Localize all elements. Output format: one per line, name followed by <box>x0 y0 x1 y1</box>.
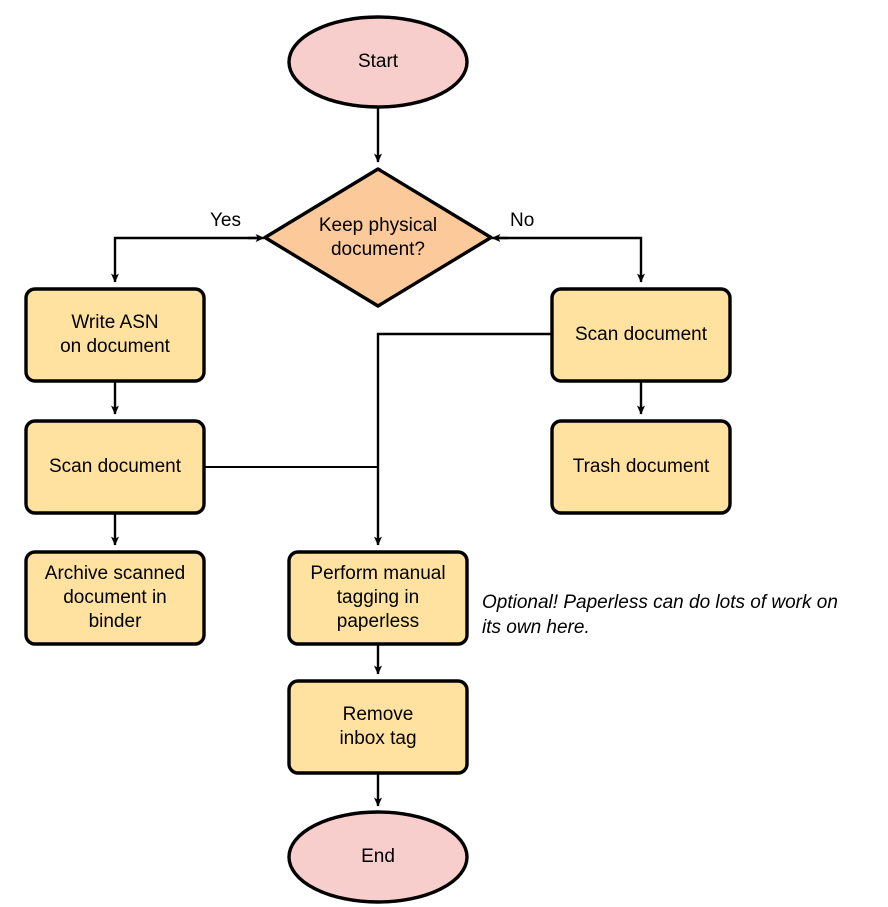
node-end <box>287 810 469 904</box>
node-remove-inbox-tag <box>287 679 469 775</box>
edge-decision-no <box>498 236 645 283</box>
node-end-hit[interactable] <box>289 812 467 902</box>
node-remove-inbox-tag-hit[interactable] <box>289 681 467 773</box>
edge-decision-yes <box>111 236 258 283</box>
node-start-hit[interactable] <box>289 17 467 107</box>
node-archive-binder <box>24 550 206 646</box>
node-scan-document-left <box>24 419 206 515</box>
node-scan-document-right-hit[interactable] <box>552 289 730 381</box>
node-write-asn <box>24 287 206 383</box>
node-archive-binder-hit[interactable] <box>26 552 204 644</box>
node-manual-tagging <box>287 550 469 646</box>
node-manual-tagging-hit[interactable] <box>289 552 467 644</box>
node-trash-document-hit[interactable] <box>552 421 730 513</box>
node-trash-document <box>550 419 732 515</box>
node-write-asn-hit[interactable] <box>26 289 204 381</box>
node-keep-physical <box>263 167 493 308</box>
edge-scan-right-to-tagging <box>374 332 552 546</box>
node-scan-document-right <box>550 287 732 383</box>
node-scan-document-left-hit[interactable] <box>26 421 204 513</box>
node-keep-physical-hit[interactable] <box>265 169 491 306</box>
node-start <box>287 15 469 109</box>
